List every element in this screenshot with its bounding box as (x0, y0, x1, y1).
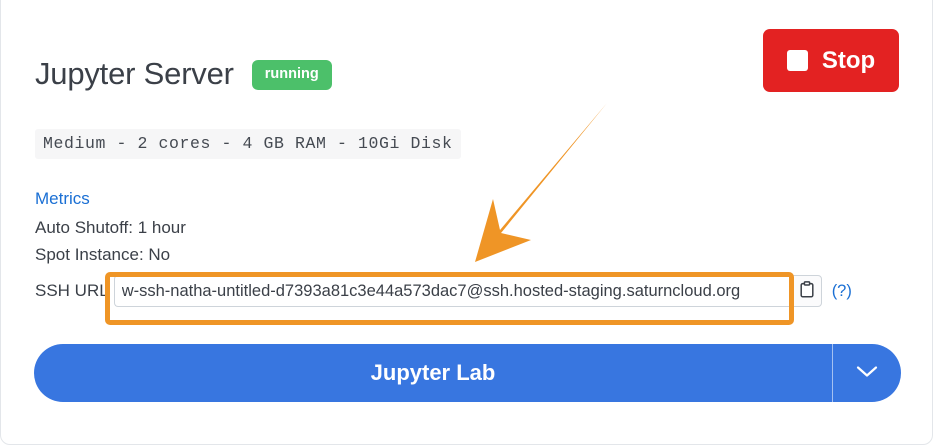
ssh-help-link[interactable]: (?) (831, 281, 852, 300)
status-badge: running (251, 60, 332, 90)
chevron-down-icon (856, 365, 878, 381)
resource-spec-text: Medium - 2 cores - 4 GB RAM - 10Gi Disk (35, 129, 461, 159)
title-group: Jupyter Server running (35, 39, 332, 109)
stop-button[interactable]: Stop (763, 29, 899, 92)
copy-ssh-url-button[interactable] (791, 275, 822, 307)
ssh-url-row: SSH URL (?) (35, 274, 852, 308)
auto-shutoff-text: Auto Shutoff: 1 hour (35, 218, 186, 237)
stop-square-icon (786, 50, 808, 71)
ssh-url-label: SSH URL (35, 281, 109, 300)
jupyter-lab-button[interactable]: Jupyter Lab (34, 344, 832, 402)
metrics-link[interactable]: Metrics (35, 189, 90, 208)
spot-instance-text: Spot Instance: No (35, 245, 171, 264)
stop-button-label: Stop (821, 46, 876, 74)
clipboard-icon (800, 281, 814, 301)
page-title: Jupyter Server (35, 56, 234, 91)
launch-dropdown-button[interactable] (833, 344, 901, 402)
launch-divider (832, 344, 833, 402)
launch-button-group: Jupyter Lab (34, 344, 901, 402)
ssh-url-input[interactable] (113, 275, 792, 307)
card-header: Jupyter Server running Stop (35, 29, 899, 109)
